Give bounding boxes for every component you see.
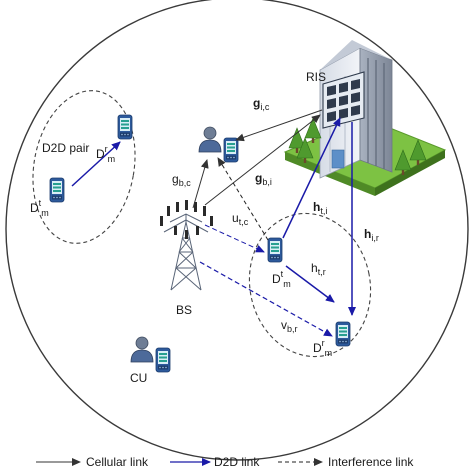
label-g-bi: gb,i bbox=[255, 171, 272, 187]
interference-link-bs-dr bbox=[199, 261, 333, 337]
label-g-ic: gi,c bbox=[253, 96, 270, 112]
phone-icon bbox=[155, 347, 171, 373]
d2d-link-dt-ris bbox=[282, 117, 341, 239]
cellular-link-ris-cu bbox=[235, 109, 323, 142]
legend-cellular-label: Cellular link bbox=[86, 455, 149, 469]
d2d-pair-ellipse-right bbox=[248, 212, 372, 358]
label-dtx-right: Dtm bbox=[272, 269, 291, 289]
ris-label: RIS bbox=[306, 70, 326, 84]
interference-link-bs-dt bbox=[204, 224, 265, 253]
ris-panel-icon bbox=[322, 71, 365, 129]
bs-label: BS bbox=[176, 303, 192, 317]
phone-icon bbox=[223, 137, 239, 163]
d2d-tx-device-left bbox=[49, 177, 65, 203]
coverage-area bbox=[5, 0, 469, 461]
legend-interference-label: Interference link bbox=[328, 455, 414, 469]
d2d-link-left bbox=[71, 141, 121, 187]
user-icon bbox=[198, 126, 222, 153]
legend-d2d-label: D2D link bbox=[214, 455, 260, 469]
label-drx-left: Drm bbox=[96, 144, 115, 164]
d2d-rx-device-right bbox=[335, 321, 351, 347]
label-h-ir: hi,r bbox=[364, 227, 379, 243]
label-drx-right: Drm bbox=[313, 338, 332, 358]
label-v-br: vb,r bbox=[281, 318, 298, 334]
interference-link-dt-cu bbox=[217, 157, 269, 241]
label-h-ti: ht,i bbox=[313, 200, 327, 216]
label-u-tc: ut,c bbox=[232, 211, 249, 227]
user-icon bbox=[130, 336, 154, 363]
label-g-bc: gb,c bbox=[172, 172, 191, 188]
d2d-tx-device-right bbox=[267, 237, 283, 263]
legend: Cellular link D2D link Interference link bbox=[36, 455, 414, 469]
d2d-pair-label: D2D pair bbox=[42, 141, 89, 155]
cu-label: CU bbox=[130, 371, 147, 385]
label-dtx-left: Dtm bbox=[30, 198, 49, 218]
cellular-link-bs-cu bbox=[192, 159, 209, 209]
label-h-tr: ht,r bbox=[311, 261, 326, 277]
d2d-link-dt-dr bbox=[285, 265, 335, 303]
tower-icon bbox=[163, 213, 209, 291]
antenna-array bbox=[160, 200, 213, 239]
building-icon bbox=[283, 40, 447, 196]
cellular-link-bs-ris bbox=[204, 114, 321, 206]
d2d-pair-ellipse-left bbox=[32, 90, 136, 244]
d2d-rx-device-left bbox=[117, 114, 133, 140]
